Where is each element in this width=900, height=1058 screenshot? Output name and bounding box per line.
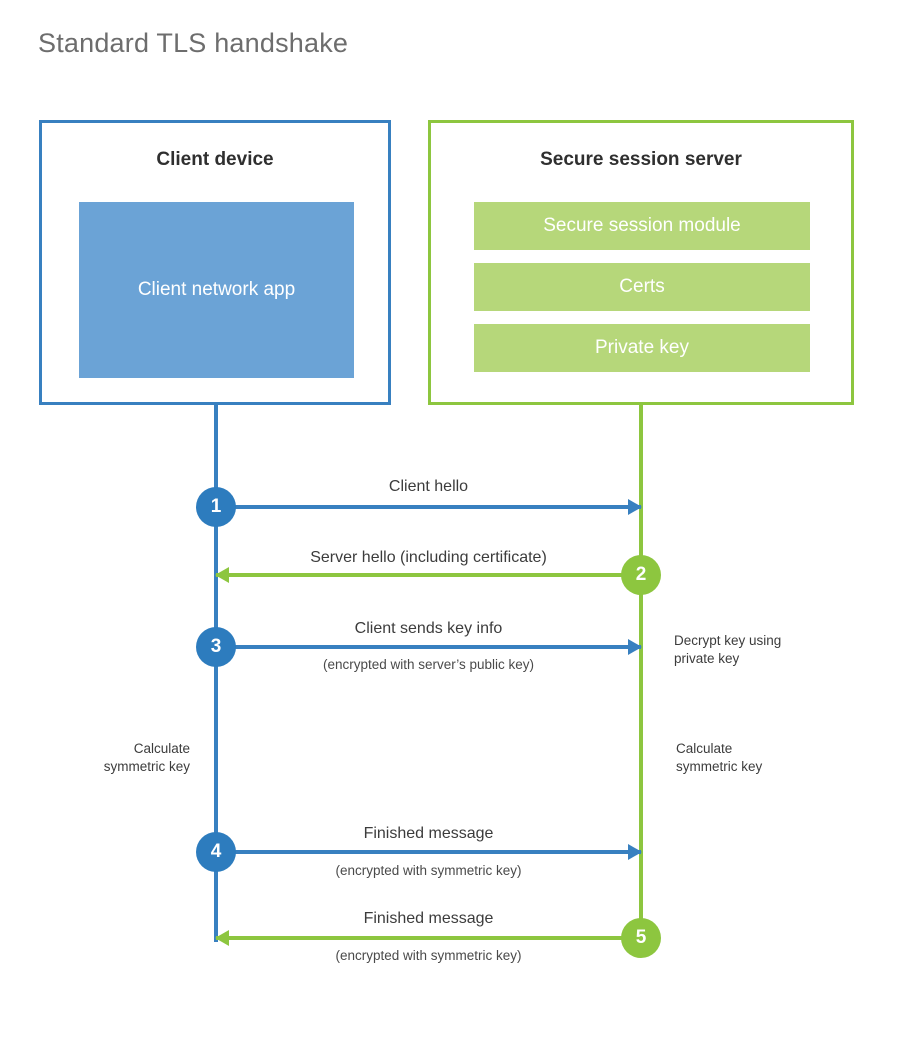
- client-device-title: Client device: [156, 149, 274, 170]
- step-5-arrow-head: [215, 930, 229, 946]
- server-components-list: Secure session module Certs Private key: [474, 202, 810, 385]
- step-5-arrow: [215, 930, 641, 946]
- step-2-circle[interactable]: 2: [621, 555, 661, 595]
- step-5-arrow-shaft: [216, 936, 641, 940]
- step-2-arrow-head: [215, 567, 229, 583]
- note-decrypt-key-using-private-key: Decrypt key using private key: [674, 633, 782, 666]
- step-5-message-sublabel: (encrypted with symmetric key): [335, 948, 522, 963]
- step-3-arrow-head: [628, 639, 642, 655]
- step-4-circle[interactable]: 4: [196, 832, 236, 872]
- step-1-arrow-shaft: [216, 505, 641, 509]
- server-component-secure-session-module: Secure session module: [474, 202, 810, 250]
- client-network-app-block: Client network app: [79, 202, 354, 378]
- step-3-arrow: [216, 639, 642, 655]
- server-component-certs: Certs: [474, 263, 810, 311]
- step-3-arrow-shaft: [216, 645, 641, 649]
- step-1-circle[interactable]: 1: [196, 487, 236, 527]
- client-lifeline: [214, 405, 218, 942]
- step-3-circle[interactable]: 3: [196, 627, 236, 667]
- step-4-arrow-head: [628, 844, 642, 860]
- note-server-calculate-symmetric-key: Calculate symmetric key: [676, 741, 763, 774]
- step-4-message-sublabel: (encrypted with symmetric key): [335, 863, 522, 878]
- step-1-arrow: [216, 499, 642, 515]
- step-4-arrow-shaft: [216, 850, 641, 854]
- page-title: Standard TLS handshake: [38, 28, 349, 58]
- step-3-message-sublabel: (encrypted with server’s public key): [322, 657, 535, 672]
- step-1-arrow-head: [628, 499, 642, 515]
- step-5-message-label: Finished message: [363, 910, 494, 927]
- step-1-message-label: Client hello: [388, 478, 469, 495]
- step-4-arrow: [216, 844, 642, 860]
- secure-session-server-title: Secure session server: [540, 149, 742, 170]
- step-2-arrow-shaft: [216, 573, 641, 577]
- step-2-message-label: Server hello (including certificate): [310, 549, 547, 566]
- step-3-message-label: Client sends key info: [354, 620, 503, 637]
- note-client-calculate-symmetric-key: Calculate symmetric key: [103, 741, 190, 774]
- client-device-box: Client device Client network app: [39, 120, 391, 405]
- server-lifeline: [639, 405, 643, 942]
- server-component-private-key: Private key: [474, 324, 810, 372]
- secure-session-server-box: Secure session server Secure session mod…: [428, 120, 854, 405]
- step-2-arrow: [215, 567, 641, 583]
- step-5-circle[interactable]: 5: [621, 918, 661, 958]
- step-4-message-label: Finished message: [363, 825, 494, 842]
